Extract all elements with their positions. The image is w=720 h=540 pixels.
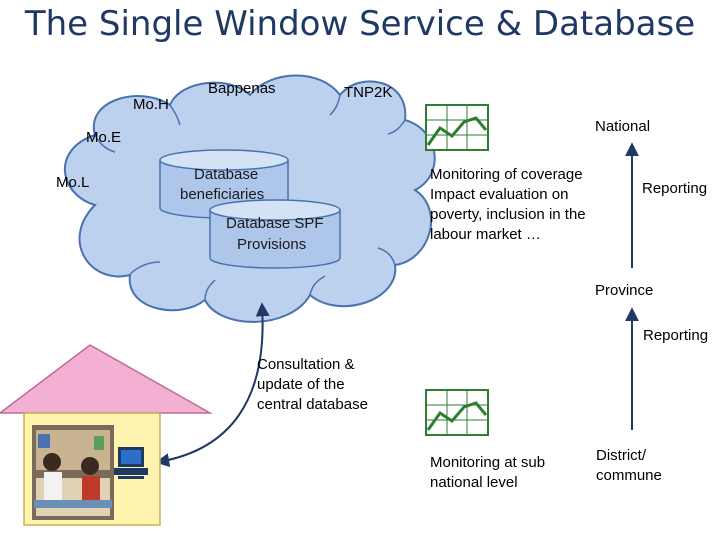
district-line: District/: [596, 447, 646, 464]
consultation-line: central database: [257, 396, 368, 413]
consultation-line: update of the: [257, 376, 345, 393]
database-beneficiaries-line2: beneficiaries: [180, 186, 265, 203]
reporting-label-mid: Reporting: [643, 327, 709, 344]
line-chart-icon: [425, 104, 489, 151]
agency-label-tnp2k: TNP2K: [344, 84, 393, 101]
computer-icon: [114, 447, 148, 479]
monitoring-line: Monitoring of coverage: [430, 166, 583, 183]
agency-label-moh: Mo.H: [133, 96, 169, 113]
line-chart-icon: [425, 389, 489, 436]
consultation-line: Consultation &: [257, 356, 355, 373]
sub-national-line: Monitoring at sub: [430, 454, 546, 471]
database-cylinder-spf: [209, 199, 341, 269]
agency-label-bappenas: Bappenas: [208, 80, 276, 97]
district-line: commune: [596, 467, 662, 484]
agency-label-mol: Mo.L: [56, 174, 90, 191]
agency-label-moe: Mo.E: [86, 129, 122, 146]
level-province: Province: [595, 282, 654, 299]
database-beneficiaries-line1: Database: [194, 166, 259, 183]
house-icon: [0, 344, 213, 526]
level-national: National: [595, 118, 651, 135]
monitoring-line: Impact evaluation on: [430, 186, 569, 203]
sub-national-monitoring-text: Monitoring at sub national level: [430, 453, 545, 493]
curved-double-arrow: [155, 302, 270, 468]
monitoring-line: poverty, inclusion in the: [430, 206, 586, 223]
consultation-text: Consultation & update of the central dat…: [257, 355, 368, 415]
monitoring-coverage-text: Monitoring of coverage Impact evaluation…: [430, 165, 586, 245]
sub-national-line: national level: [430, 474, 518, 491]
level-district-commune: District/ commune: [596, 446, 662, 486]
reporting-label-top: Reporting: [642, 180, 708, 197]
database-spf-line1: Database SPF: [226, 215, 324, 232]
database-spf-line2: Provisions: [237, 236, 307, 253]
page-title: The Single Window Service & Database: [24, 4, 696, 44]
monitoring-line: labour market …: [430, 226, 541, 243]
